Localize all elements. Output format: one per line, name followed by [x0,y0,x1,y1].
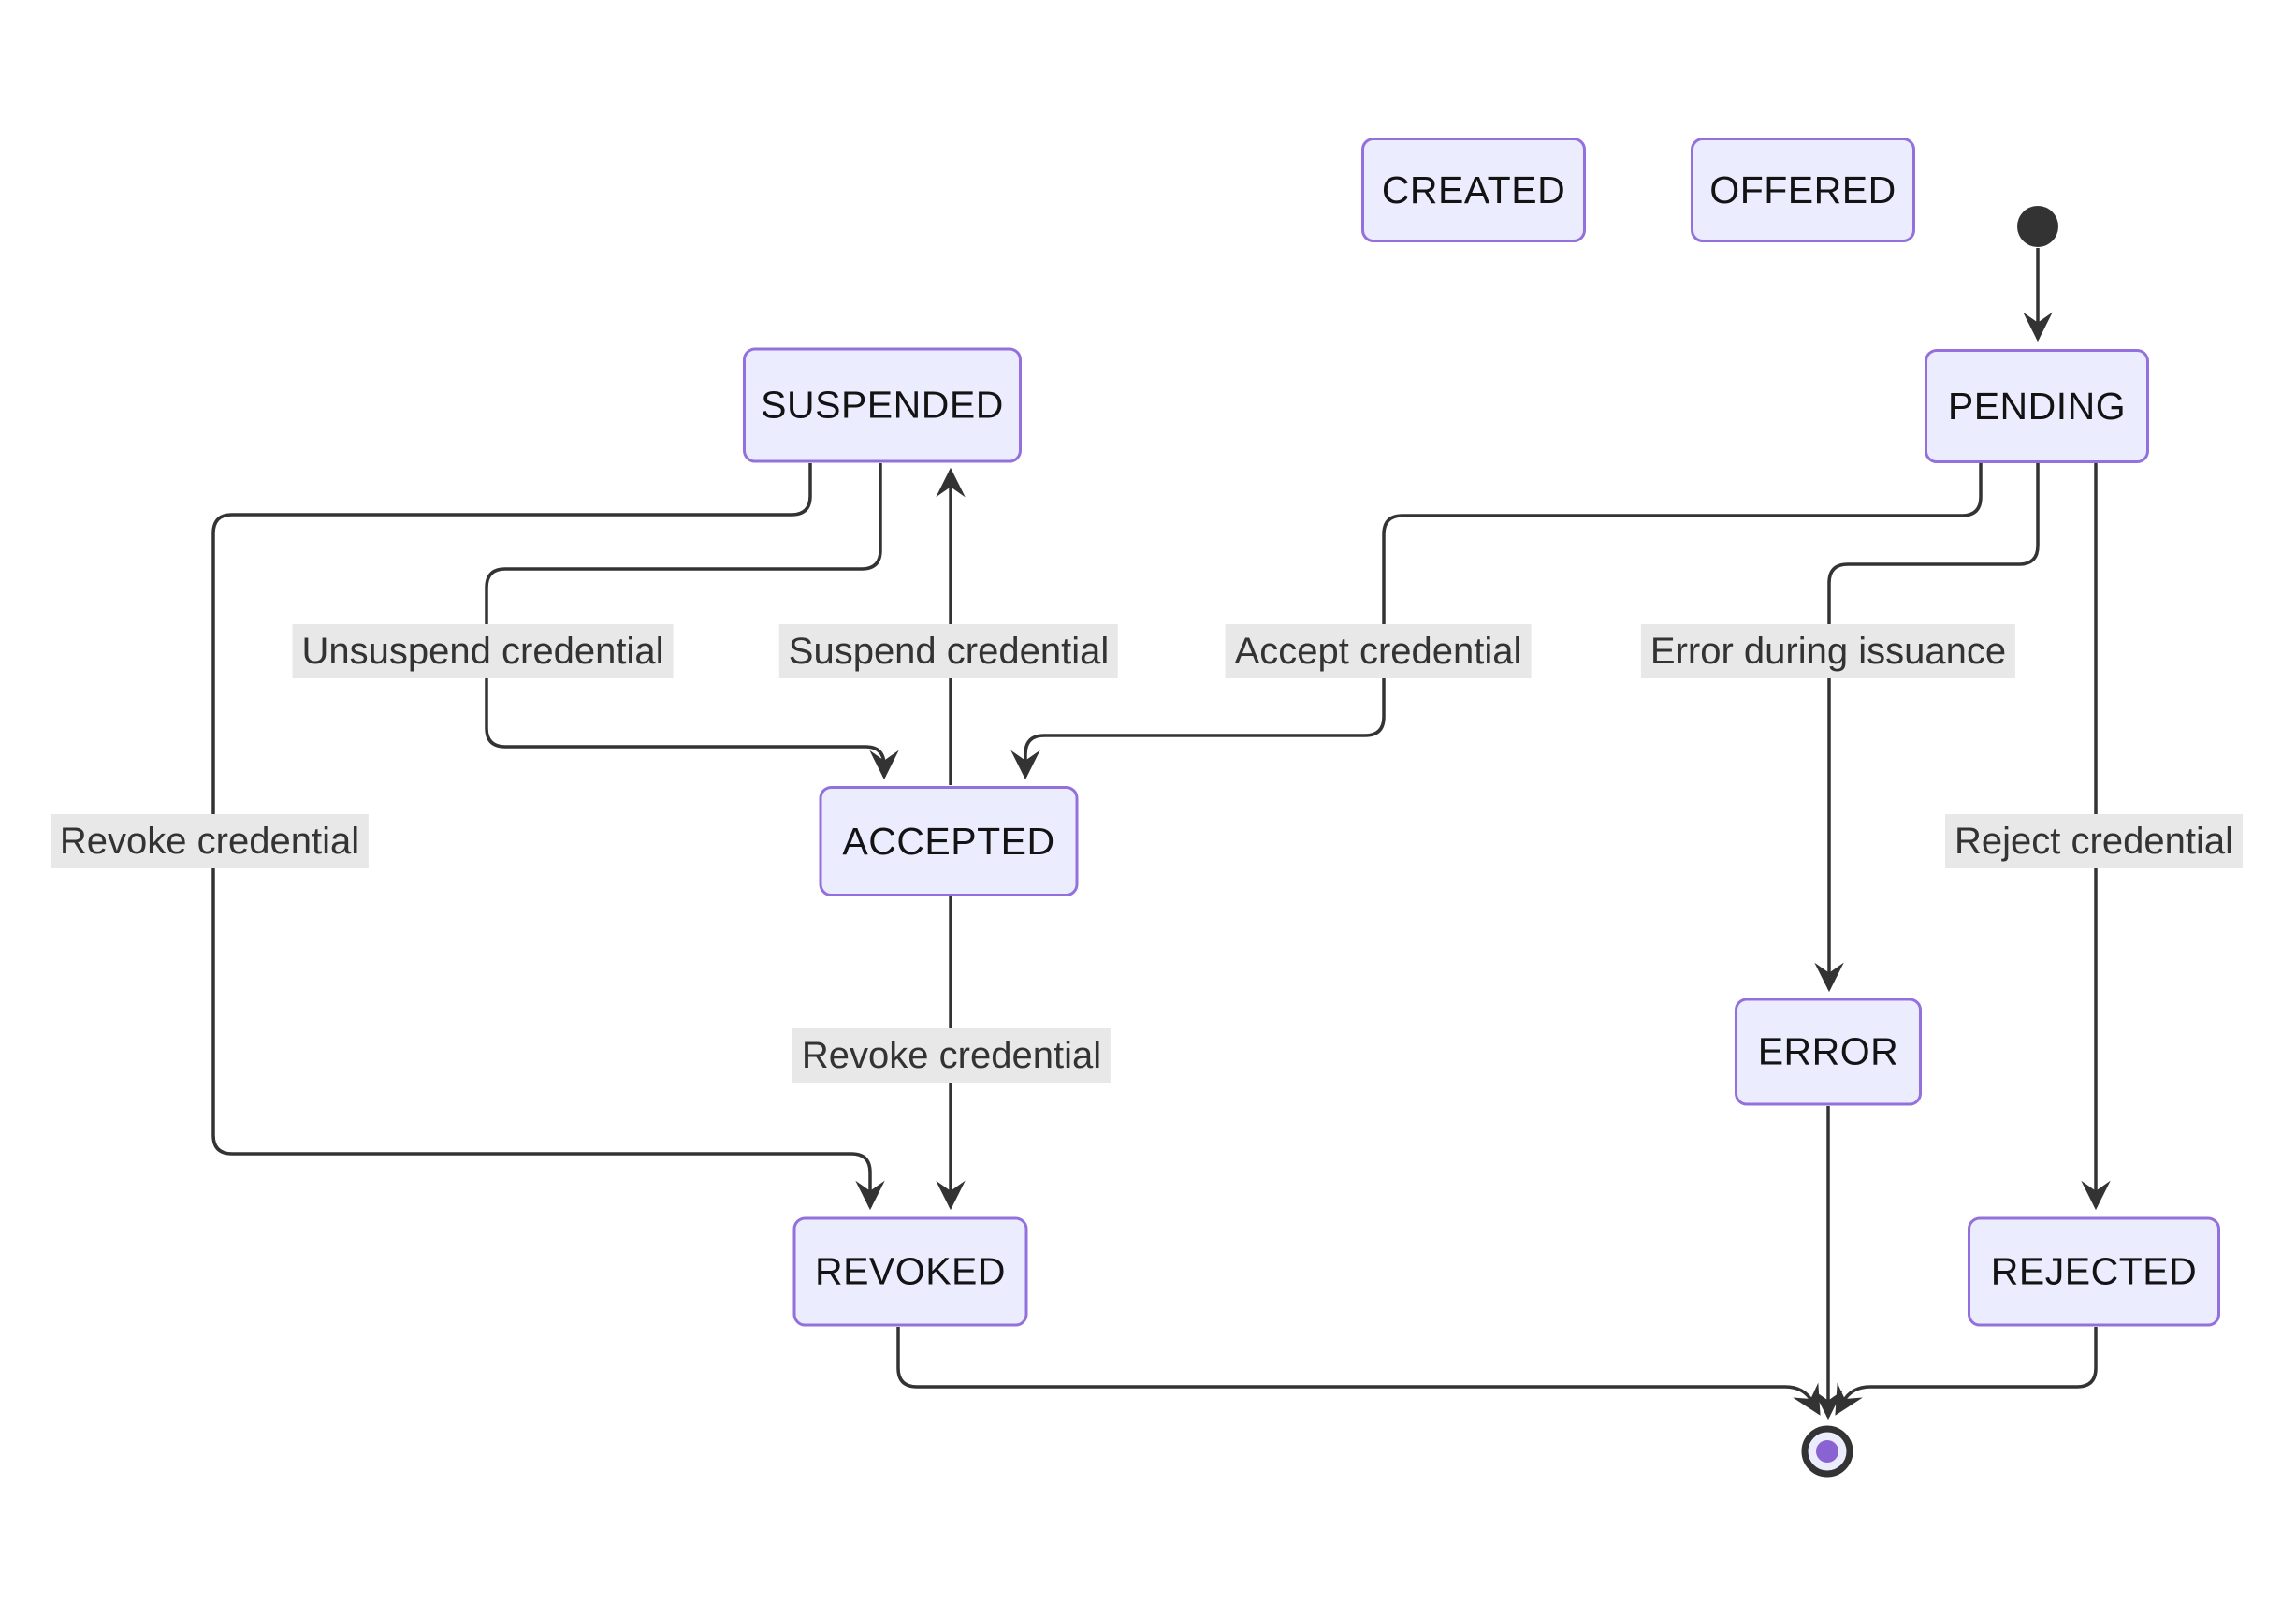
state-label: OFFERED [1709,167,1896,211]
state-label: REVOKED [815,1249,1006,1293]
edge-label-accept-credential: Accept credential [1225,624,1532,678]
state-label: REJECTED [1990,1249,2198,1293]
state-node-created: CREATED [1361,138,1586,242]
state-label: ERROR [1757,1029,1899,1073]
edge-label-unsuspend-credential: Unsuspend credential [292,624,674,678]
edge-label-suspend-credential: Suspend credential [778,624,1119,678]
state-node-offered: OFFERED [1691,138,1915,242]
state-label: ACCEPTED [842,819,1055,863]
edge-suspended-to-accepted [485,463,899,780]
state-node-pending: PENDING [1925,349,2149,463]
edge-label-revoke-credential-mid: Revoke credential [792,1028,1112,1083]
state-node-error: ERROR [1735,998,1922,1106]
state-node-accepted: ACCEPTED [819,786,1079,896]
edge-revoked-to-final [896,1327,1821,1416]
state-node-suspended: SUSPENDED [743,347,1022,463]
start-state-icon [2017,206,2058,247]
edge-label-revoke-credential-left: Revoke credential [50,814,370,868]
state-label: PENDING [1947,384,2127,428]
final-state-icon [1801,1425,1853,1478]
state-node-rejected: REJECTED [1968,1216,2220,1327]
edge-rejected-to-final [1835,1327,2098,1416]
edge-pending-to-error [1814,463,2040,993]
edge-label-error-during-issuance: Error during issuance [1640,624,2016,678]
state-label: SUSPENDED [761,383,1004,427]
edge-pending-to-accepted [1010,463,1983,780]
edge-label-reject-credential: Reject credential [1945,814,2243,868]
state-node-revoked: REVOKED [792,1216,1028,1327]
state-label: CREATED [1381,167,1566,211]
